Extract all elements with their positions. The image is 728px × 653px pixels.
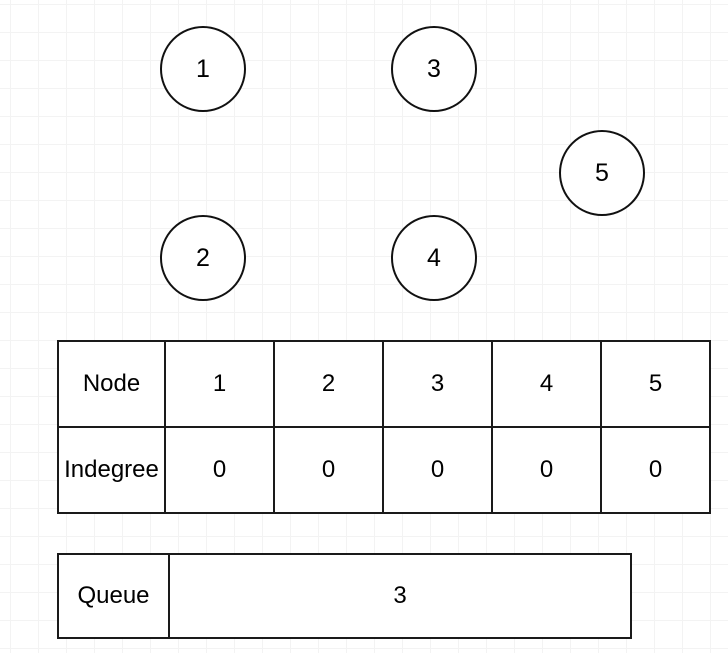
queue-box: Queue 3 <box>57 553 632 639</box>
indegree-table: Node 1 2 3 4 5 Indegree 0 0 0 0 0 <box>57 340 711 514</box>
table-row-header-indegree: Indegree <box>57 426 166 514</box>
node-cell-3: 3 <box>382 340 493 428</box>
graph-node-label: 5 <box>595 158 609 187</box>
table-row: Indegree 0 0 0 0 0 <box>57 426 711 514</box>
table-row: Node 1 2 3 4 5 <box>57 340 711 428</box>
graph-node-2[interactable]: 2 <box>160 215 246 301</box>
graph-node-1[interactable]: 1 <box>160 26 246 112</box>
queue-label: Queue <box>57 553 170 639</box>
indegree-cell-2: 0 <box>273 426 384 514</box>
queue-row: Queue 3 <box>57 553 632 639</box>
indegree-cell-4: 0 <box>491 426 602 514</box>
graph-node-4[interactable]: 4 <box>391 215 477 301</box>
queue-contents: 3 <box>168 553 632 639</box>
graph-node-label: 3 <box>427 54 441 83</box>
graph-node-label: 4 <box>427 243 441 272</box>
graph-node-label: 1 <box>196 54 210 83</box>
indegree-cell-1: 0 <box>164 426 275 514</box>
indegree-cell-5: 0 <box>600 426 711 514</box>
row-header-label: Indegree <box>64 456 159 483</box>
row-header-label: Node <box>82 370 141 397</box>
node-cell-5: 5 <box>600 340 711 428</box>
node-cell-1: 1 <box>164 340 275 428</box>
indegree-cell-3: 0 <box>382 426 493 514</box>
table-row-header-node: Node <box>57 340 166 428</box>
node-cell-2: 2 <box>273 340 384 428</box>
graph-node-3[interactable]: 3 <box>391 26 477 112</box>
graph-node-5[interactable]: 5 <box>559 130 645 216</box>
graph-node-label: 2 <box>196 243 210 272</box>
node-cell-4: 4 <box>491 340 602 428</box>
